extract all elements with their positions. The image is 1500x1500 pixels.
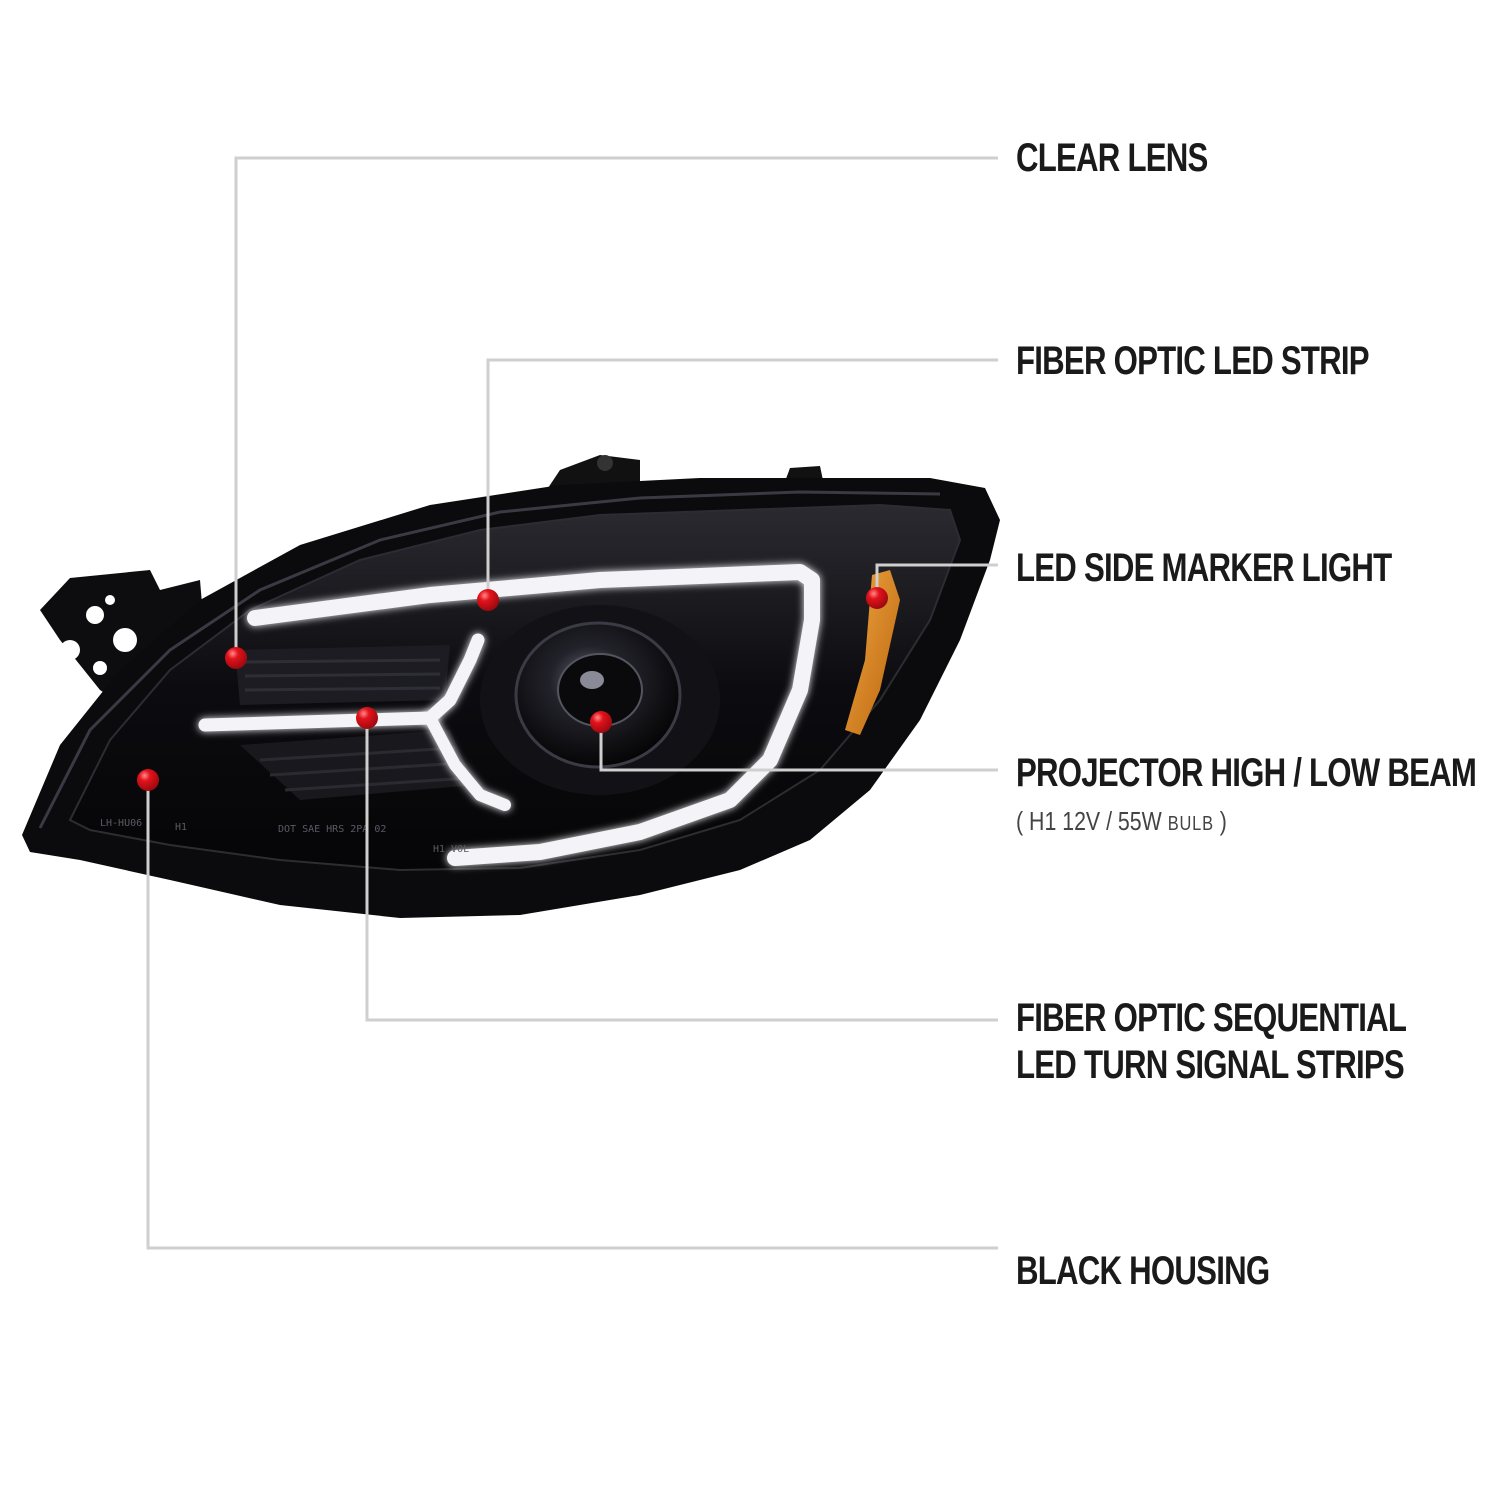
leader-line-housing (146, 780, 998, 1250)
lens-marking-bulb: H1 (175, 822, 187, 833)
leader-lines (146, 156, 998, 1250)
label-sequential-line2: LED TURN SIGNAL STRIPS (1016, 1043, 1405, 1087)
upper-reflector-fins (235, 645, 450, 705)
leader-line-fiber-strip (486, 358, 998, 600)
sequential-turn-signal-strips (198, 633, 485, 732)
projector-assembly (480, 605, 720, 795)
fiber-optic-led-strip (247, 564, 820, 866)
lens-marking-vol: H1 VOL (433, 844, 469, 855)
label-fiber-optic-led-strip: FIBER OPTIC LED STRIP (1016, 339, 1370, 383)
lens-marking-model: LH-HU06 (100, 818, 142, 829)
lens-markings: LH-HU06 H1 DOT SAE HRS 2PA 02 H1 VOL (100, 818, 469, 855)
label-projector-beam: PROJECTOR HIGH / LOW BEAM (1016, 751, 1477, 795)
label-led-side-marker-light: LED SIDE MARKER LIGHT (1016, 546, 1392, 590)
leader-line-sequential (365, 718, 998, 1022)
marker-dot-side-marker (866, 587, 888, 609)
label-projector-bulb-spec: ( H1 12V / 55W BULB ) (1016, 806, 1227, 839)
marker-dot-sequential (356, 707, 378, 729)
bulb-spec-open-paren: ( (1016, 806, 1024, 836)
leader-line-projector (599, 722, 998, 772)
marker-dot-clear-lens (225, 647, 247, 669)
marker-dot-fiber-strip (477, 589, 499, 611)
label-clear-lens: CLEAR LENS (1016, 136, 1208, 180)
lens-marking-dot: DOT SAE HRS 2PA 02 (278, 824, 386, 835)
bulb-spec-close-paren: ) (1219, 806, 1227, 836)
marker-dot-housing (137, 769, 159, 791)
label-black-housing: BLACK HOUSING (1016, 1249, 1270, 1293)
bulb-spec-word: BULB (1167, 813, 1214, 835)
leader-line-clear-lens (234, 156, 998, 658)
marker-dot-projector (590, 711, 612, 733)
bulb-spec-value: H1 12V / 55W (1029, 806, 1162, 836)
side-marker-amber (845, 570, 900, 735)
marker-dots (137, 587, 888, 791)
label-sequential-line1: FIBER OPTIC SEQUENTIAL (1016, 996, 1407, 1040)
lower-reflector-fins (240, 730, 475, 800)
